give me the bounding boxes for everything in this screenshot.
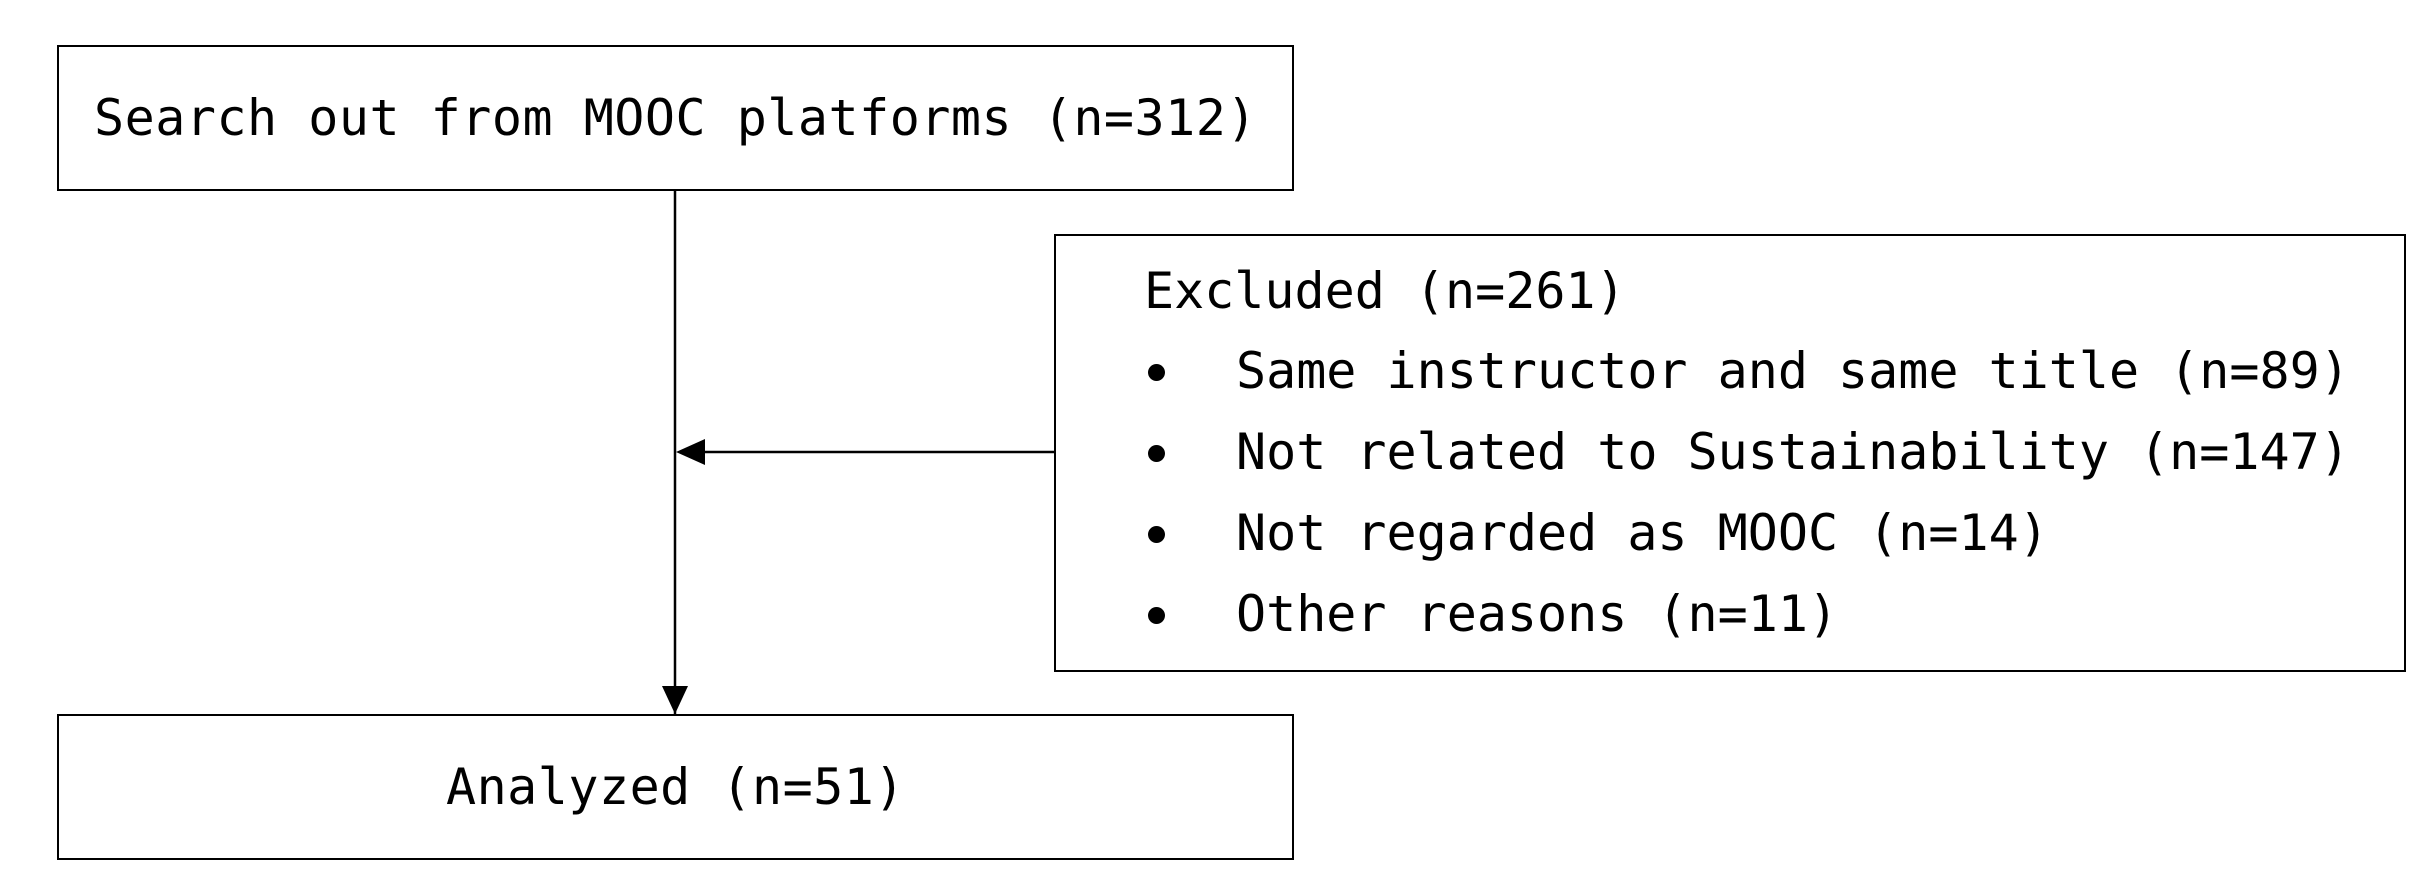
bullet-icon bbox=[1148, 526, 1165, 543]
excluded-title: Excluded (n=261) bbox=[1144, 262, 1626, 320]
excluded-reason-text: Same instructor and same title (n=89) bbox=[1236, 342, 2350, 400]
excluded-reason-text: Other reasons (n=11) bbox=[1236, 585, 1839, 643]
exclusion-arrowhead bbox=[676, 439, 705, 465]
excluded-reason-text: Not related to Sustainability (n=147) bbox=[1236, 423, 2350, 481]
excluded-reason-text: Not regarded as MOOC (n=14) bbox=[1236, 504, 2049, 562]
analyzed-label: Analyzed (n=51) bbox=[445, 758, 906, 816]
bullet-icon bbox=[1148, 364, 1165, 381]
analyzed-box: Analyzed (n=51) bbox=[57, 714, 1294, 860]
main-flow-arrowhead bbox=[662, 686, 688, 714]
search-box: Search out from MOOC platforms (n=312) bbox=[57, 45, 1294, 191]
bullet-icon bbox=[1148, 607, 1165, 624]
bullet-icon bbox=[1148, 445, 1165, 462]
excluded-box: Excluded (n=261) Same instructor and sam… bbox=[1054, 234, 2406, 672]
search-label: Search out from MOOC platforms (n=312) bbox=[94, 89, 1257, 147]
